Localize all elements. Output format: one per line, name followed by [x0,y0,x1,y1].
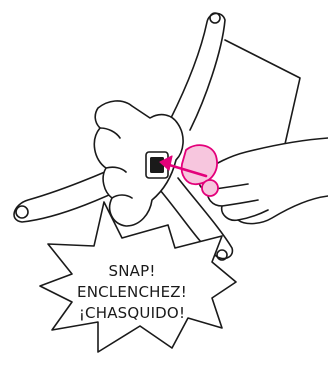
frame-upper-arm [170,13,225,130]
callout-text-spanish: ¡CHASQUIDO! [52,304,212,322]
callout-text-french: ENCLENCHEZ! [52,283,212,301]
callout-text-english: SNAP! [52,262,212,280]
right-hand [199,138,328,224]
